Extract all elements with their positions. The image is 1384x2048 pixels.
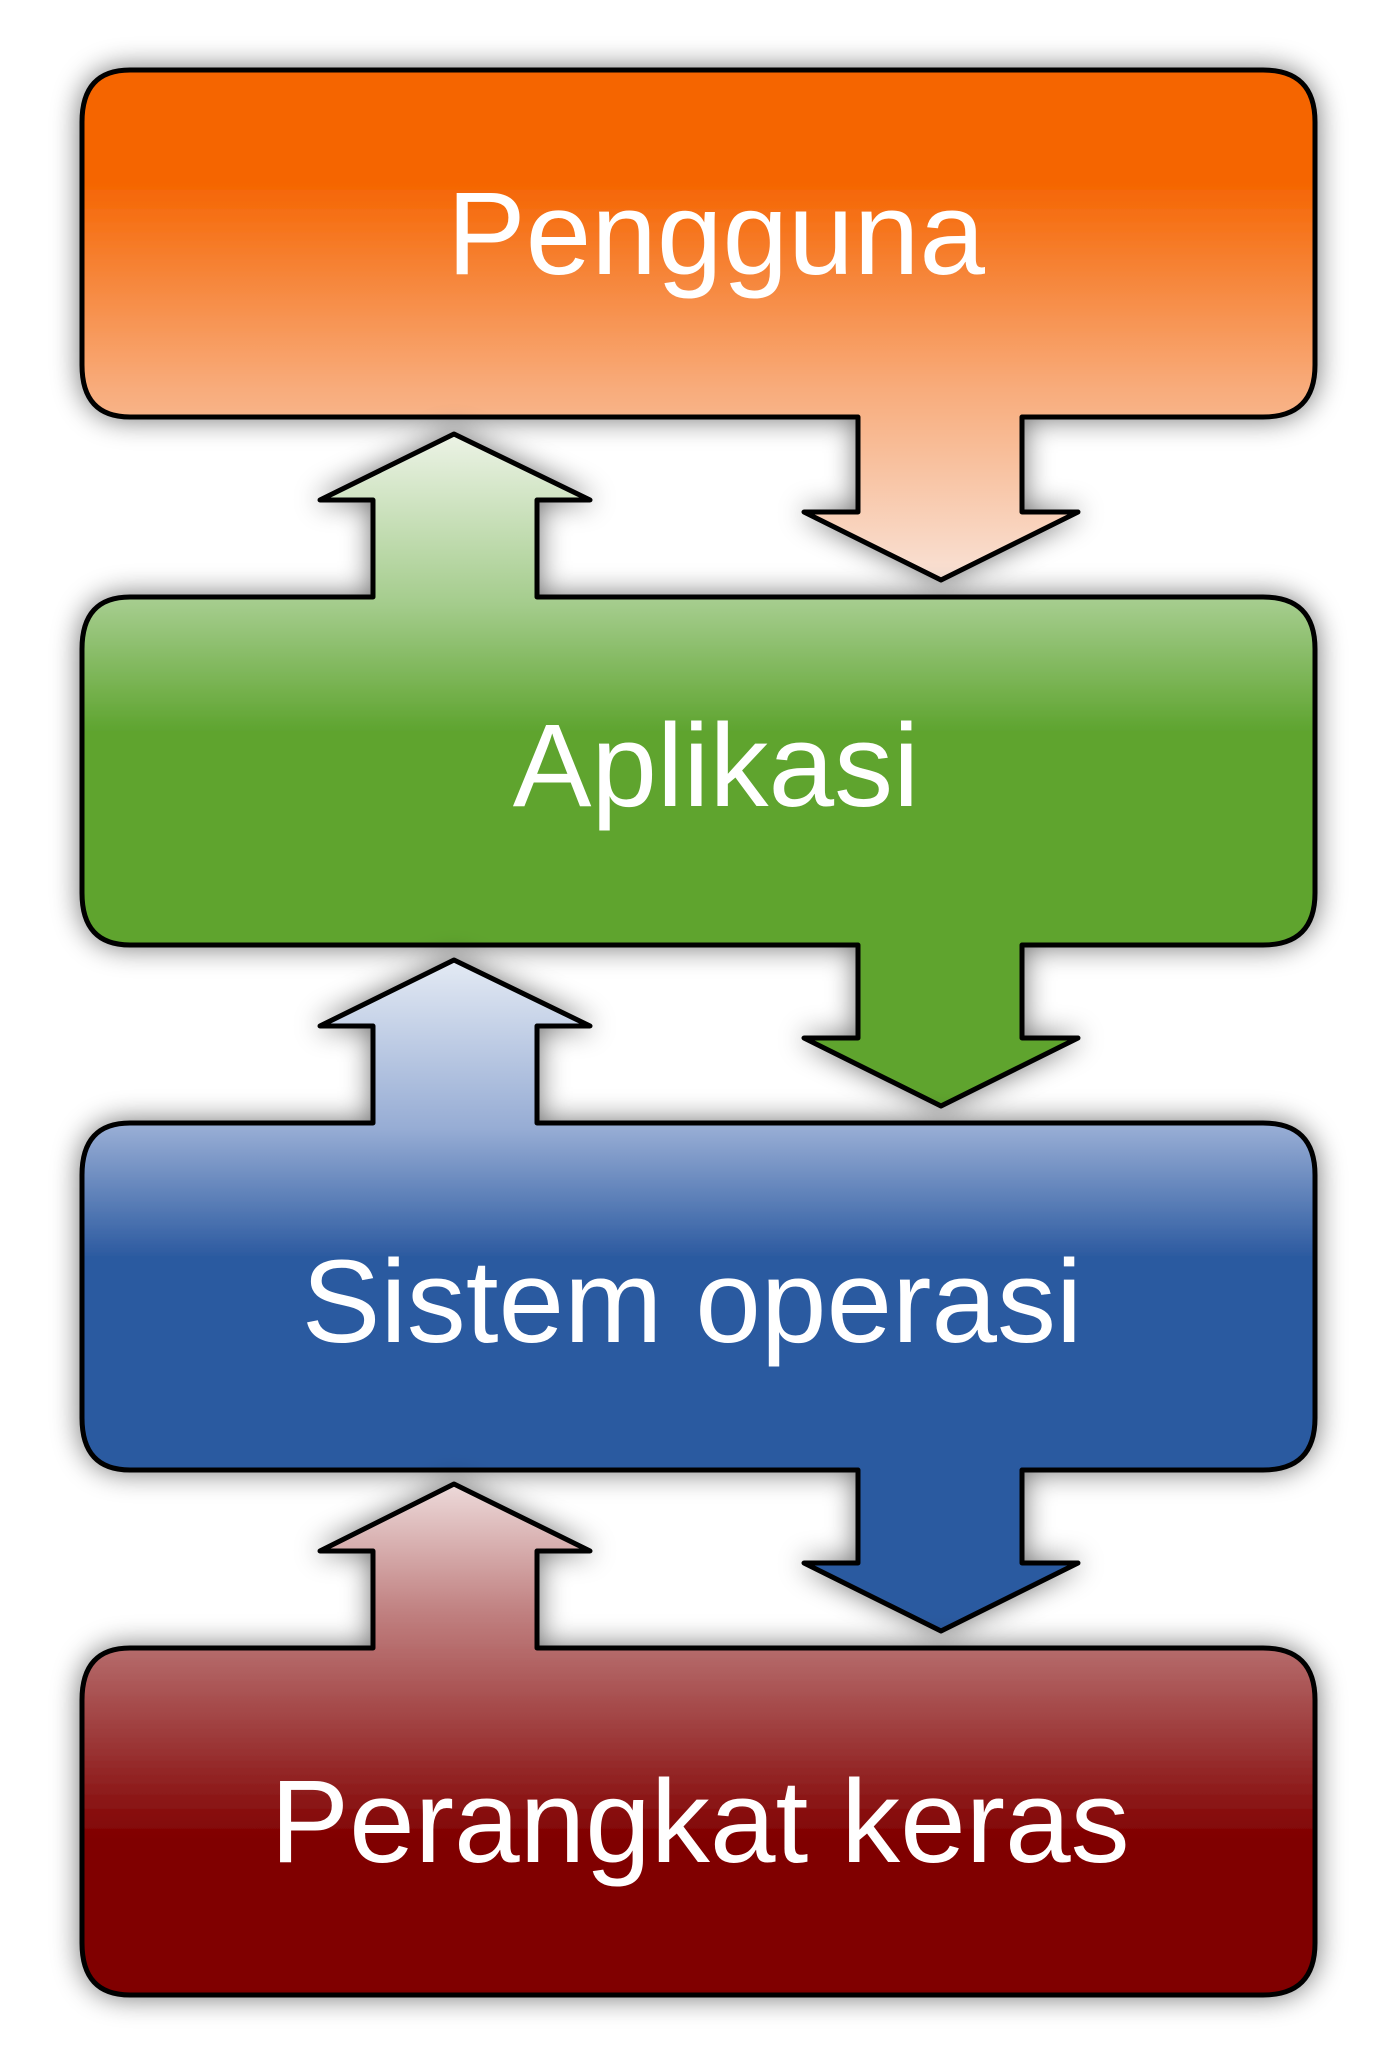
layer-box-sistem-operasi <box>79 957 1318 1634</box>
layer-box-pengguna <box>79 67 1318 583</box>
layer-label-perangkat-keras: Perangkat keras <box>270 1756 1129 1888</box>
layer-box-perangkat-keras <box>79 1481 1318 1998</box>
layer-pengguna: Pengguna <box>79 67 1318 583</box>
layer-label-pengguna: Pengguna <box>447 168 985 300</box>
layer-perangkat-keras: Perangkat keras <box>79 1481 1318 1998</box>
layer-box-aplikasi <box>79 431 1318 1109</box>
layer-sistem-operasi: Sistem operasi <box>79 957 1318 1634</box>
layer-label-sistem-operasi: Sistem operasi <box>302 1236 1082 1368</box>
layer-aplikasi: Aplikasi <box>79 431 1318 1109</box>
layer-label-aplikasi: Aplikasi <box>513 700 920 832</box>
